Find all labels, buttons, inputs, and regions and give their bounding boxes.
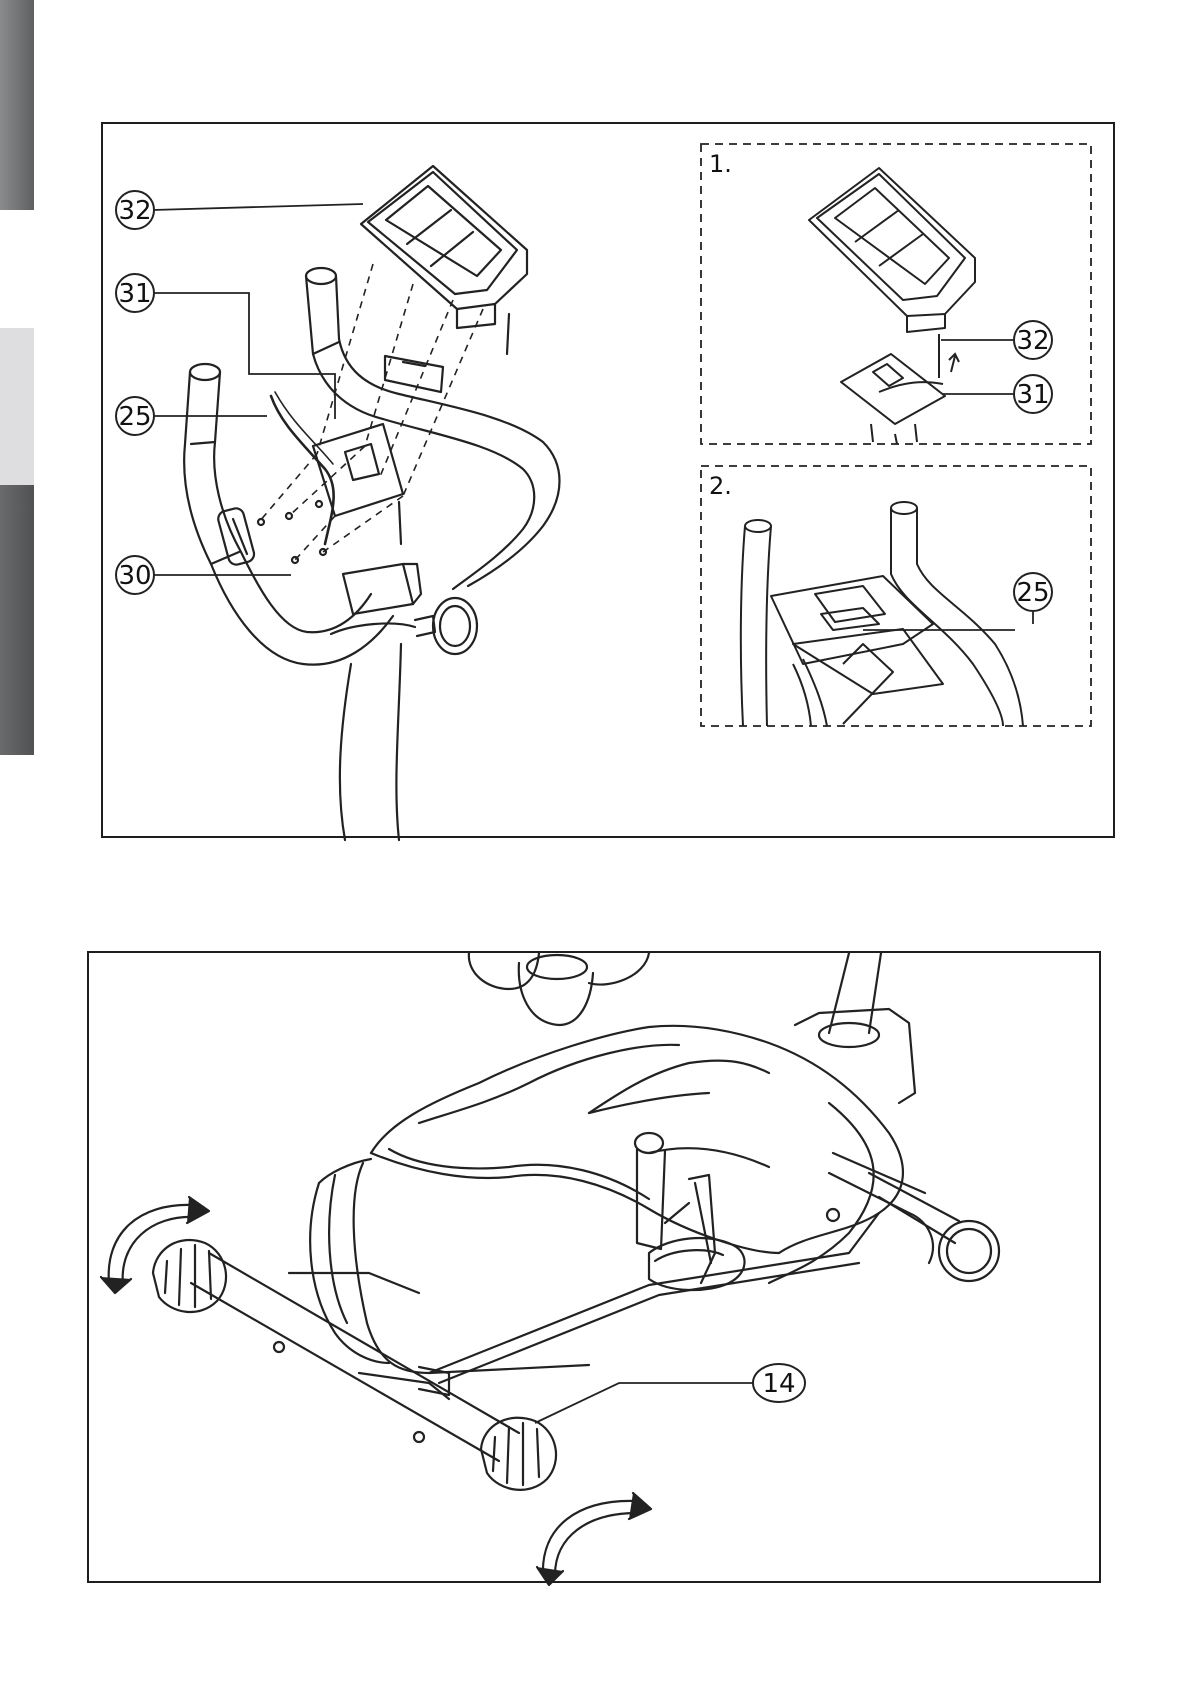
right-leveling-foot xyxy=(481,1418,556,1490)
rotation-arrow-right xyxy=(537,1493,651,1585)
flywheel-housing xyxy=(310,1026,903,1373)
stabilizer-leveling-figure: 14 xyxy=(87,951,1101,1583)
inset-step-1: 1. 32 xyxy=(701,144,1091,444)
svg-text:25: 25 xyxy=(1016,578,1049,608)
inset2-callout-25: 25 xyxy=(1014,573,1052,611)
right-handlebar xyxy=(306,268,560,589)
callout-14: 14 xyxy=(753,1364,805,1402)
svg-text:25: 25 xyxy=(118,402,151,432)
wire xyxy=(271,396,334,544)
svg-text:31: 31 xyxy=(1016,380,1049,410)
side-tab-light xyxy=(0,328,34,485)
inset-step-2: 2. 25 xyxy=(701,466,1091,726)
svg-text:32: 32 xyxy=(118,196,151,226)
side-tab-dark-bottom xyxy=(0,485,34,755)
inset1-callout-31: 31 xyxy=(1014,375,1052,413)
svg-text:2.: 2. xyxy=(709,472,732,500)
svg-text:31: 31 xyxy=(118,279,151,309)
callout-30: 30 xyxy=(116,556,154,594)
left-leveling-foot xyxy=(153,1240,226,1312)
svg-text:1.: 1. xyxy=(709,150,732,178)
console-unit xyxy=(361,166,527,354)
frame-tube xyxy=(340,664,351,840)
side-tab-dark-top xyxy=(0,0,34,210)
svg-text:32: 32 xyxy=(1016,326,1049,356)
screws xyxy=(258,501,326,563)
stabilizer-leveling-drawing: 14 xyxy=(89,953,1103,1585)
svg-text:14: 14 xyxy=(762,1369,795,1399)
front-stabilizer xyxy=(153,1240,556,1490)
left-handlebar xyxy=(184,364,393,665)
callout-25: 25 xyxy=(116,397,154,435)
svg-text:30: 30 xyxy=(118,561,151,591)
inset1-callout-32: 32 xyxy=(1014,321,1052,359)
callout-31: 31 xyxy=(116,274,154,312)
console-assembly-drawing: 32 31 25 30 1. xyxy=(103,124,1117,840)
console-assembly-figure: 32 31 25 30 1. xyxy=(101,122,1115,838)
callout-32: 32 xyxy=(116,191,154,229)
rear-stabilizer xyxy=(827,1153,999,1281)
